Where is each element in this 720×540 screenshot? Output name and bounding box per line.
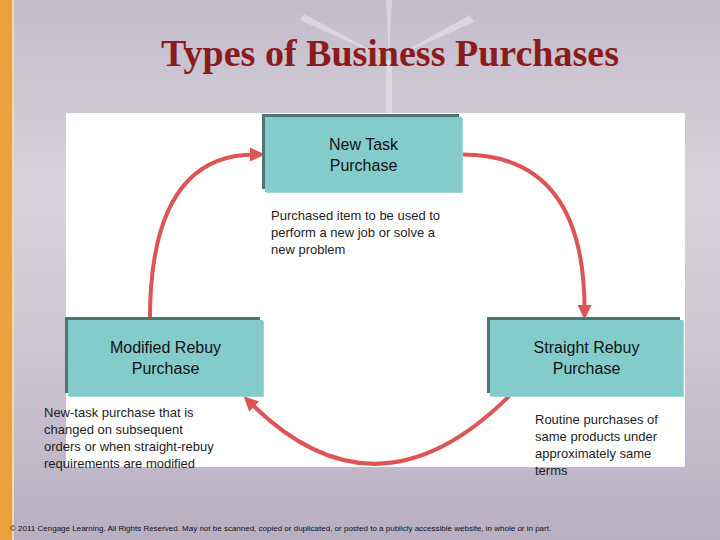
process-box: Modified Rebuy Purchase [68, 320, 263, 396]
side-bar [0, 0, 12, 540]
description-note: Routine purchases of same products under… [535, 411, 677, 479]
description-note: New-task purchase that is changed on sub… [44, 404, 216, 472]
cycle-arrow [462, 155, 592, 321]
side-bar-line [12, 0, 14, 540]
process-box: New Task Purchase [265, 117, 462, 192]
cycle-arrow [244, 396, 510, 464]
description-note: Purchased item to be used to perform a n… [271, 207, 449, 258]
copyright-note: © 2011 Cengage Learning. All Rights Rese… [10, 524, 551, 534]
arrow-line [251, 396, 510, 464]
box-label: Straight Rebuy Purchase [522, 337, 652, 379]
slide-title: Types of Business Purchases [100, 33, 680, 75]
arrow-line [462, 155, 585, 311]
box-label: Modified Rebuy Purchase [101, 337, 231, 379]
arrow-head [244, 396, 260, 412]
arrow-line [150, 155, 255, 321]
arrow-head [578, 305, 592, 320]
arrow-head [250, 148, 265, 162]
cycle-arrow [150, 148, 265, 321]
process-box: Straight Rebuy Purchase [490, 320, 683, 396]
box-label: New Task Purchase [304, 134, 424, 176]
